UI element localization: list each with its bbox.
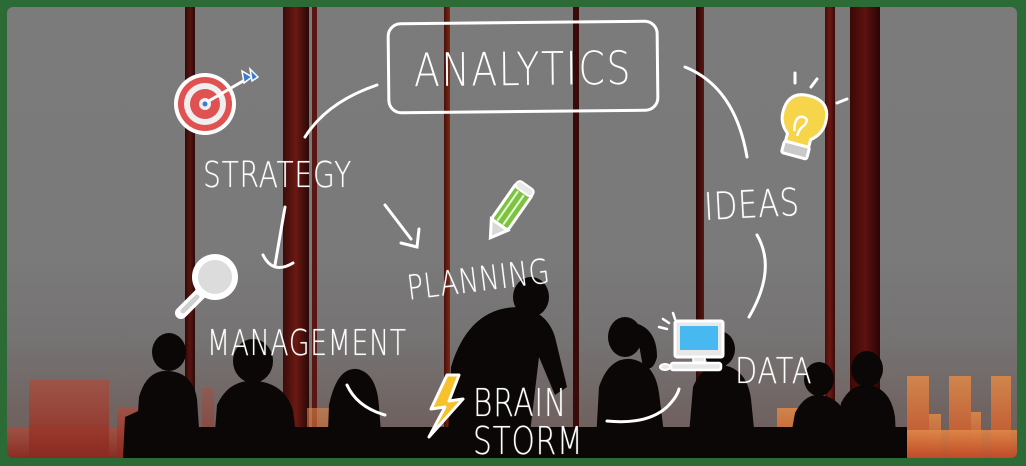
brainstorm-label-line1: BRAIN [473, 381, 567, 425]
lightbulb-icon [780, 71, 849, 161]
image-frame: ANALYTICS STRATEGY PL [7, 7, 1017, 458]
brainstorm-label-line2: STORM [473, 419, 584, 458]
concept-diagram: ANALYTICS STRATEGY PL [7, 7, 1017, 458]
window-pillar [444, 7, 450, 458]
strategy-label: STRATEGY [203, 155, 353, 196]
magnifier-icon [175, 254, 238, 319]
window-pillar [696, 7, 704, 458]
analytics-title-box: ANALYTICS [386, 19, 660, 115]
pencil-icon [488, 180, 535, 241]
window-pillar [185, 7, 195, 458]
meeting-silhouettes [123, 277, 907, 458]
lightning-icon [427, 373, 465, 439]
window-pillar [573, 7, 579, 458]
ideas-label: IDEAS [703, 179, 801, 229]
window-pillar [312, 7, 317, 458]
data-label: DATA [735, 351, 813, 392]
window-pillar [825, 7, 835, 458]
connector-lines [261, 65, 767, 424]
analytics-title: ANALYTICS [413, 40, 633, 98]
management-label: MANAGEMENT [207, 323, 407, 364]
target-icon [174, 67, 260, 135]
person-silhouette [152, 333, 186, 371]
window-pillar [283, 7, 309, 458]
computer-icon [657, 311, 725, 372]
